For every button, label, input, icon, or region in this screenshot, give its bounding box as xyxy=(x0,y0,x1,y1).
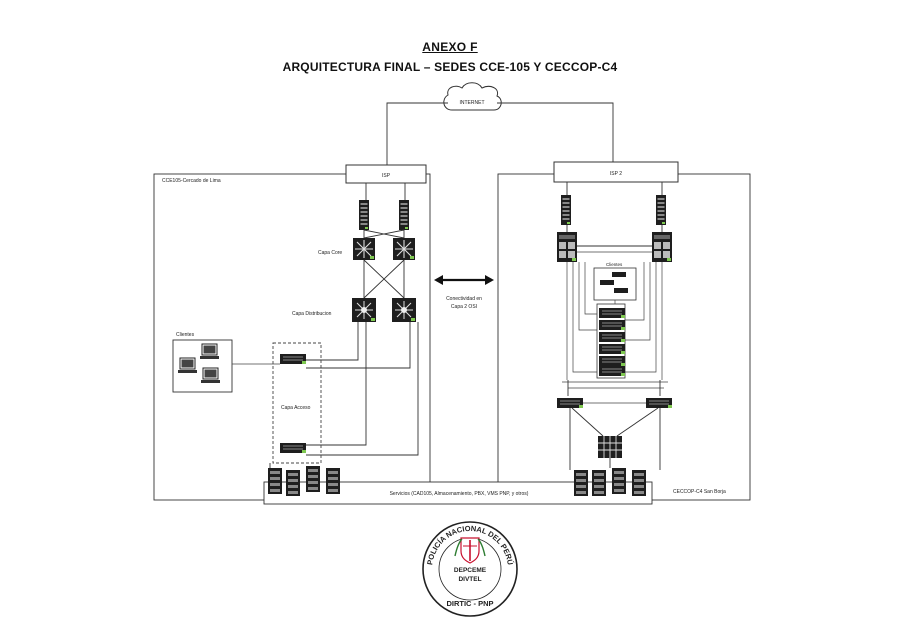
stack-switch-3 xyxy=(598,331,626,343)
core-switch-right-2 xyxy=(652,232,672,262)
firewall-left-2 xyxy=(399,200,409,230)
access-switch-2 xyxy=(279,442,307,454)
page-subtitle: ARQUITECTURA FINAL – SEDES CCE-105 Y CEC… xyxy=(282,60,618,74)
firewall-right-1 xyxy=(561,195,571,225)
isp-box-2: ISP 2 xyxy=(553,161,679,183)
client-pc-1 xyxy=(199,343,220,360)
stack-switch-6 xyxy=(598,365,626,377)
site-right-label: CECCOP-C4 San Borja xyxy=(673,489,726,495)
seal-line2: DIVTEL xyxy=(458,576,481,583)
distribution-switch-1 xyxy=(351,297,377,323)
clients-right-label: Clientes xyxy=(606,262,623,267)
internet-label: INTERNET xyxy=(460,100,485,106)
access-layer-label: Capa Acceso xyxy=(281,405,311,411)
services-bar xyxy=(263,481,653,505)
seal-line3: DIRTIC - PNP xyxy=(446,599,493,608)
isp-box-1: ISP xyxy=(345,164,427,184)
isp2-label: ISP 2 xyxy=(610,171,622,177)
access-layer-group xyxy=(272,342,322,464)
core-switch-right-1 xyxy=(557,232,577,262)
site-left-label: CCE105-Cercado de Lima xyxy=(162,178,221,184)
stack-switch-4 xyxy=(598,343,626,355)
core-layer-label: Capa Core xyxy=(318,250,342,256)
page-title: ANEXO F xyxy=(422,40,478,54)
client-pc-2 xyxy=(177,357,198,374)
access-switch-1 xyxy=(279,353,307,365)
link-label-line2: Capa 2 OSI xyxy=(451,304,477,310)
seal-line1: DEPCEME xyxy=(454,567,487,574)
client-pc-3 xyxy=(200,367,221,384)
storage-fabric-switch xyxy=(598,436,622,458)
stack-switch-2 xyxy=(598,319,626,331)
layer2-link-arrow xyxy=(434,275,494,285)
distribution-switch-right-2 xyxy=(645,397,673,409)
core-switch-1 xyxy=(352,237,376,261)
link-label-line1: Conectividad en xyxy=(446,296,482,302)
isp1-label: ISP xyxy=(382,173,391,179)
firewall-right-2 xyxy=(656,195,666,225)
core-switch-2 xyxy=(392,237,416,261)
distribution-switch-2 xyxy=(391,297,417,323)
distribution-switch-right-1 xyxy=(556,397,584,409)
shield-emblem-icon xyxy=(454,537,486,564)
distribution-layer-label: Capa Distribucion xyxy=(292,311,332,317)
police-seal: POLICÍA NACIONAL DEL PERÚ DEPCEME DIVTEL… xyxy=(422,521,518,617)
clients-left-label: Clientes xyxy=(176,332,195,338)
firewall-left-1 xyxy=(359,200,369,230)
internet-cloud: INTERNET xyxy=(443,82,502,111)
services-label: Servicios (CAD105, Almacenamiento, PBX, … xyxy=(390,491,529,497)
stack-switch-5 xyxy=(598,355,626,367)
stack-switch-1 xyxy=(598,307,626,319)
